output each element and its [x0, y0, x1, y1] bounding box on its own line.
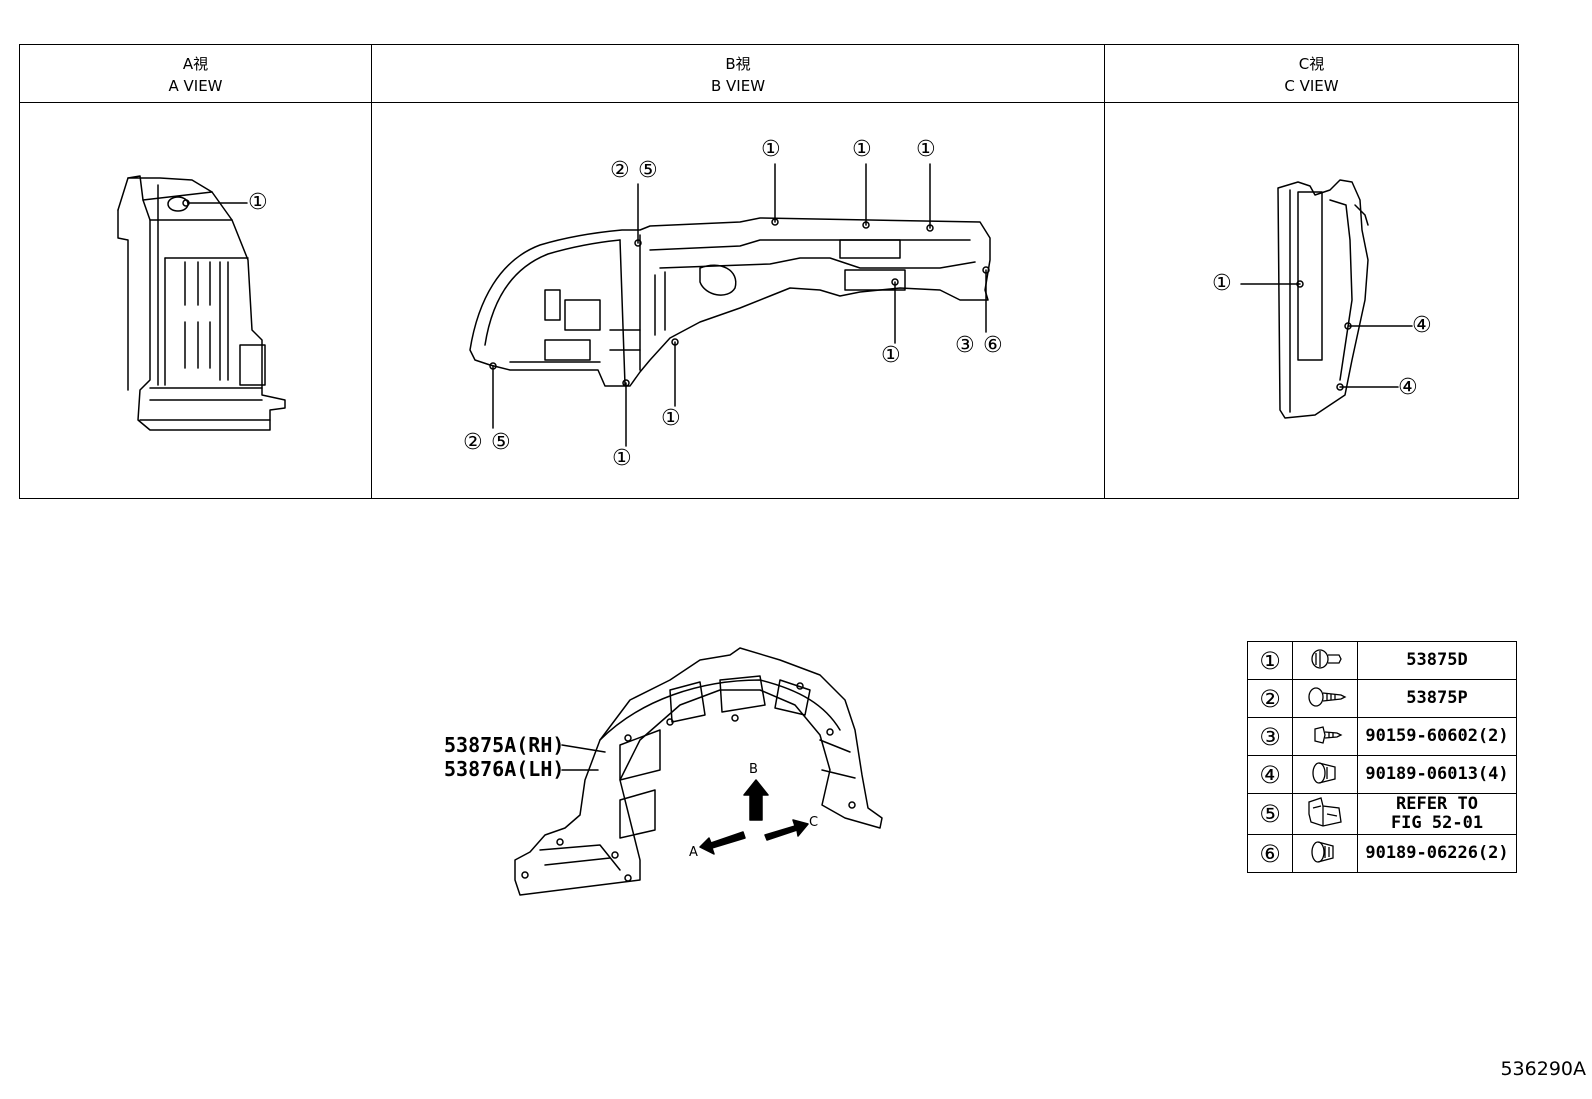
legend-row: ⑤ REFER TO FIG 52-01 [1247, 793, 1517, 835]
c-view-callout-4-a: ④ [1412, 313, 1432, 338]
legend-num: ① [1247, 641, 1293, 680]
legend-num: ⑥ [1247, 834, 1293, 873]
b-view-en-label: B VIEW [710, 77, 766, 95]
arrow-label-b: B [749, 762, 758, 777]
legend-part-line-2: FIG 52-01 [1390, 813, 1484, 833]
c-view-drawing [1240, 179, 1413, 419]
a-view-drawing [117, 175, 286, 431]
legend-part-line-1: REFER TO [1396, 794, 1478, 814]
arrow-label-a: A [689, 845, 698, 860]
c-view-en-label: C VIEW [1284, 77, 1339, 95]
legend-num: ③ [1247, 717, 1293, 756]
a-view-header: A視 A VIEW [20, 45, 371, 103]
legend-part-number: 90159-60602(2) [1357, 717, 1517, 756]
legend-part-number: 53875P [1357, 679, 1517, 718]
b-view-drawing [469, 163, 991, 447]
b-view-callout-1-a: ① [612, 446, 632, 471]
part-label-rh: 53875A(RH) [444, 733, 565, 757]
legend-row: ⑥ 90189-06226(2) [1247, 834, 1517, 873]
fender-liner-drawing [514, 647, 883, 896]
a-view-jp-label: A視 [182, 55, 209, 73]
legend-part-number: REFER TO FIG 52-01 [1357, 793, 1517, 835]
b-view-callout-5-top: ⑤ [638, 158, 658, 183]
clip-icon [1292, 641, 1358, 680]
b-view-callout-1-f: ① [881, 343, 901, 368]
legend-part-number: 90189-06226(2) [1357, 834, 1517, 873]
b-view-callout-6: ⑥ [983, 333, 1003, 358]
figure-id: 536290A [1500, 1058, 1586, 1080]
c-view-header: C視 C VIEW [1105, 45, 1518, 103]
screw-icon [1292, 679, 1358, 718]
a-view-panel: A視 A VIEW [20, 45, 371, 498]
legend-row: ② 53875P [1247, 679, 1517, 718]
direction-arrows [699, 779, 809, 855]
b-view-callout-1-b: ① [661, 406, 681, 431]
legend-row: ④ 90189-06013(4) [1247, 755, 1517, 794]
views-panel: A視 A VIEW B視 B VIEW C視 C VIEW [19, 44, 1519, 499]
fastener-legend-table: ① 53875D ② 53875P ③ 90159-60602(2) ④ [1247, 641, 1517, 873]
legend-part-number: 53875D [1357, 641, 1517, 680]
b-view-callout-1-d: ① [852, 137, 872, 162]
a-view-en-label: A VIEW [168, 77, 223, 95]
b-view-callout-5-bottom: ⑤ [491, 430, 511, 455]
rivet-icon [1292, 834, 1358, 873]
nut-clip-icon [1292, 793, 1358, 835]
b-view-callout-3: ③ [955, 333, 975, 358]
legend-row: ① 53875D [1247, 641, 1517, 680]
grommet-icon [1292, 755, 1358, 794]
legend-num: ⑤ [1247, 793, 1293, 835]
legend-part-number: 90189-06013(4) [1357, 755, 1517, 794]
c-view-callout-4-b: ④ [1398, 375, 1418, 400]
a-view-callout-1: ① [248, 190, 268, 215]
bolt-icon [1292, 717, 1358, 756]
c-view-callout-1: ① [1212, 271, 1232, 296]
legend-row: ③ 90159-60602(2) [1247, 717, 1517, 756]
b-view-callout-1-c: ① [761, 137, 781, 162]
legend-num: ④ [1247, 755, 1293, 794]
b-view-panel: B視 B VIEW [371, 45, 1104, 498]
b-view-jp-label: B視 [725, 55, 751, 73]
arrow-label-c: C [809, 815, 819, 830]
b-view-callout-2-top: ② [610, 158, 630, 183]
b-view-callout-2-bottom: ② [463, 430, 483, 455]
part-label-lh: 53876A(LH) [444, 757, 565, 781]
b-view-header: B視 B VIEW [372, 45, 1104, 103]
c-view-jp-label: C視 [1298, 55, 1325, 73]
b-view-callout-1-e: ① [916, 137, 936, 162]
c-view-panel: C視 C VIEW [1104, 45, 1518, 498]
legend-num: ② [1247, 679, 1293, 718]
